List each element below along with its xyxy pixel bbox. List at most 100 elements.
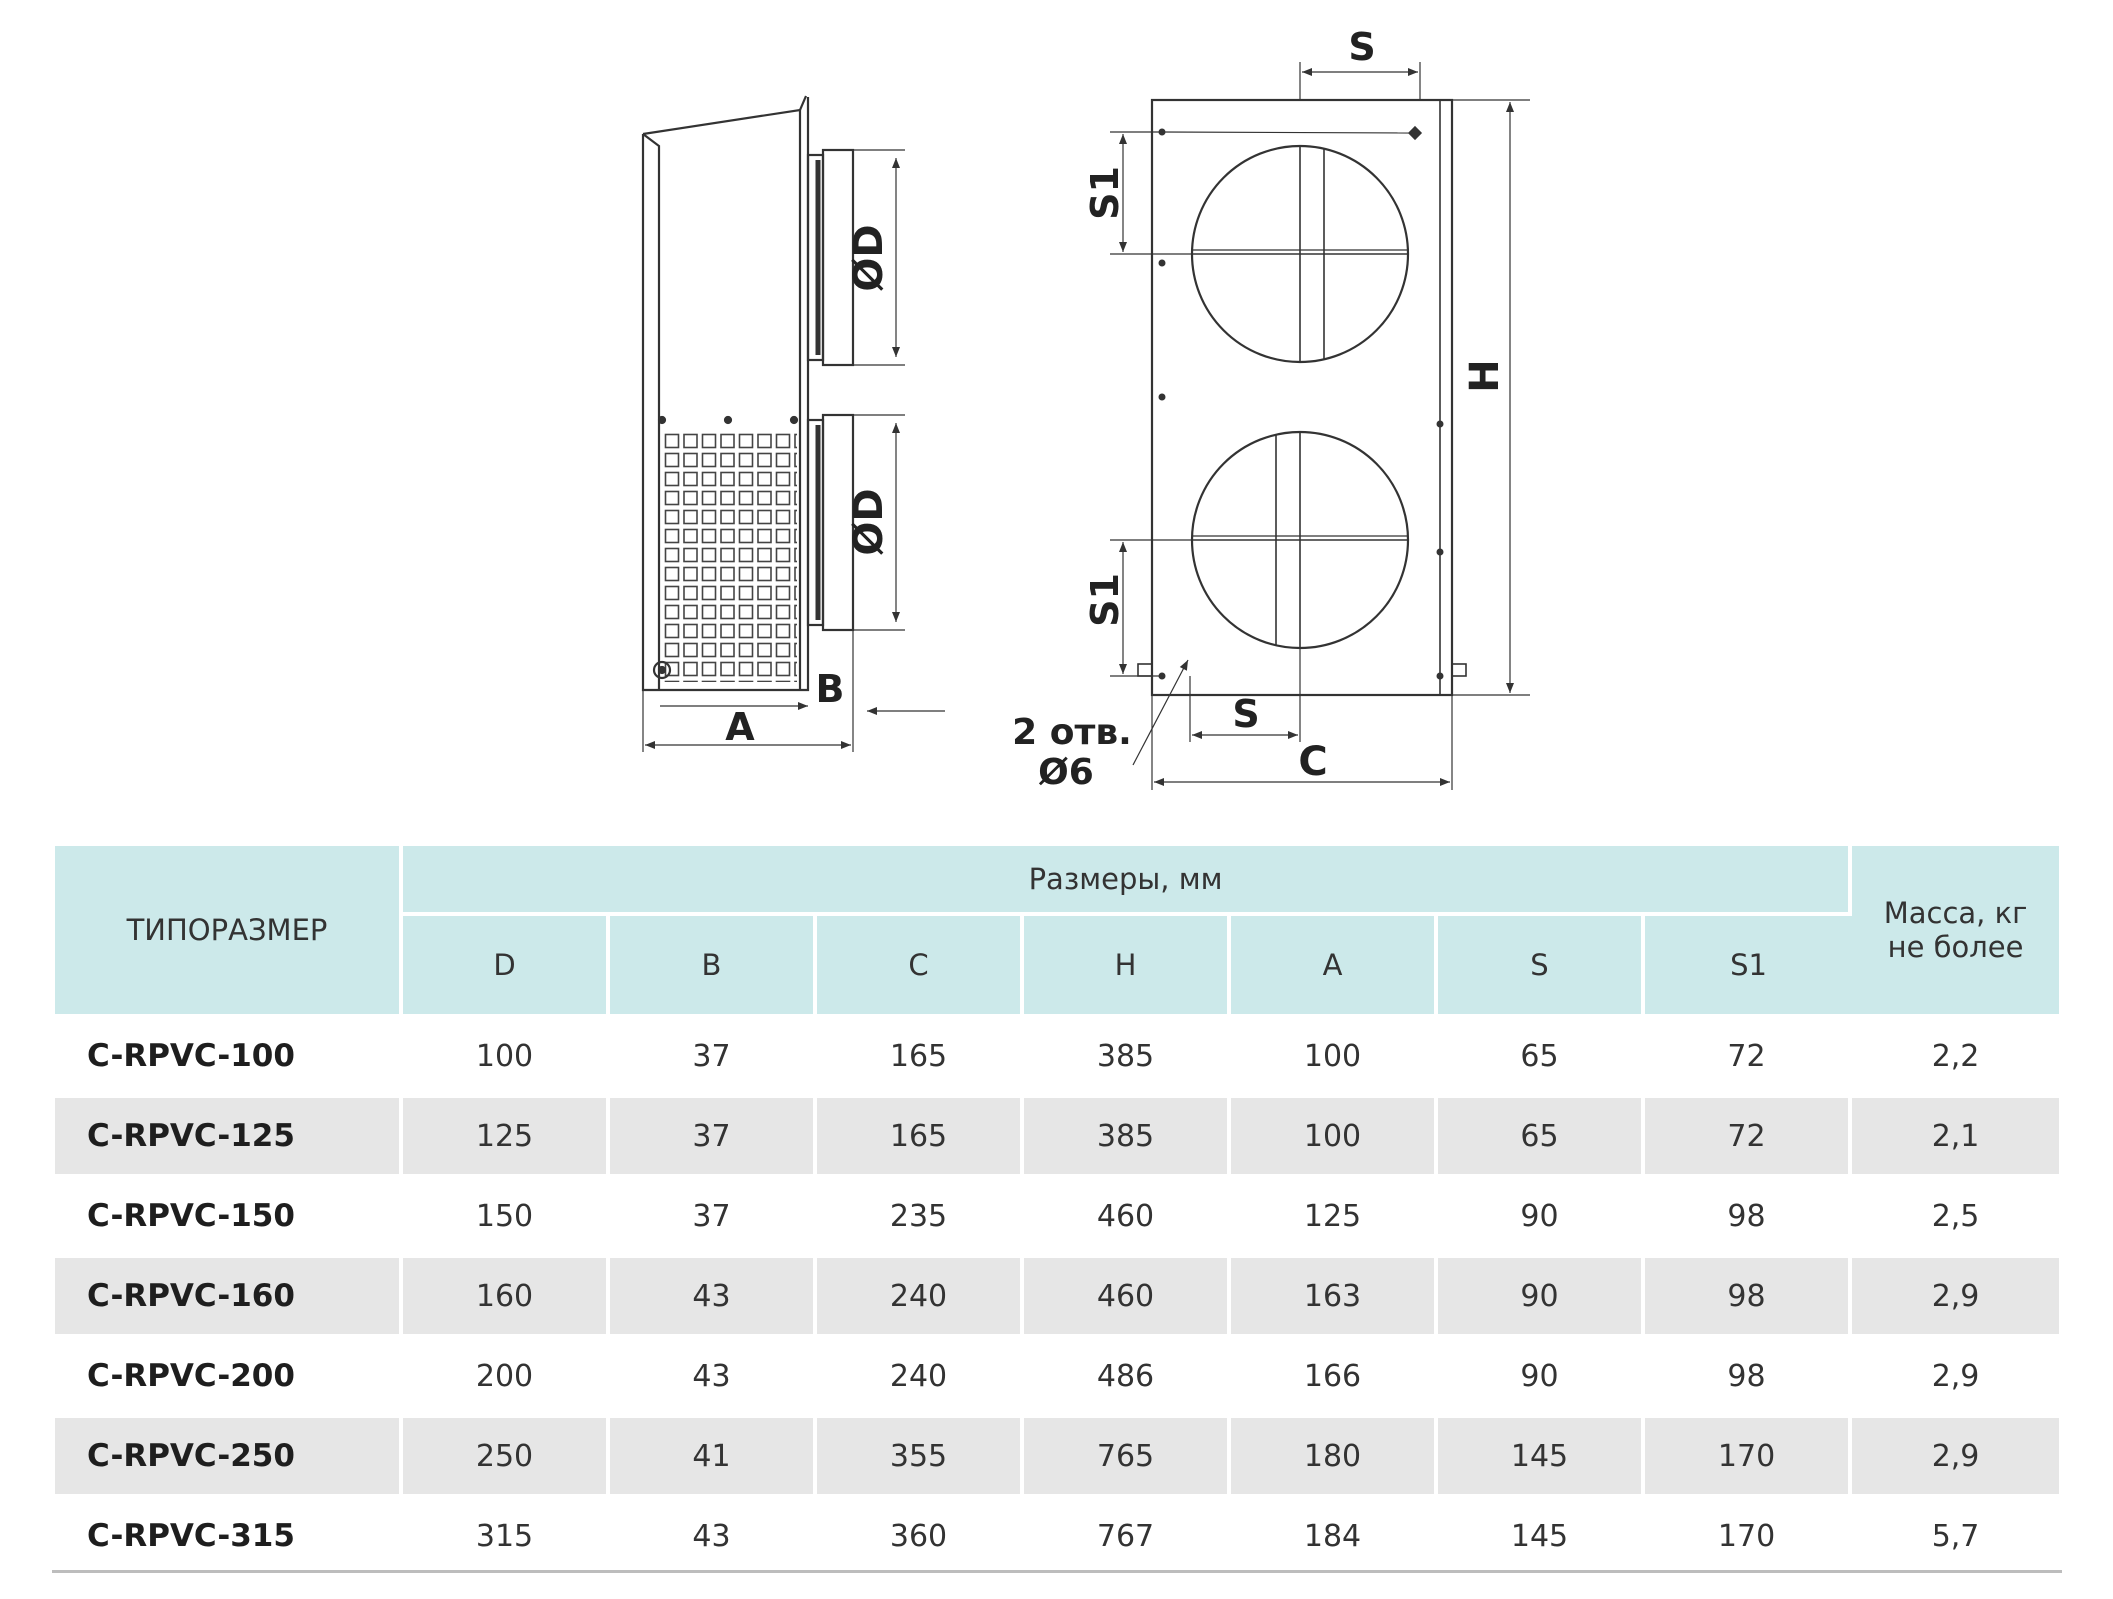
side-label-diameter-top: ØD <box>846 224 892 291</box>
front-label-s-top: S <box>1348 25 1375 69</box>
cell-d: 160 <box>403 1254 610 1334</box>
cell-c: 240 <box>817 1334 1024 1414</box>
side-label-diameter-bottom: ØD <box>846 488 892 555</box>
cell-c: 360 <box>817 1494 1024 1574</box>
cell-a: 163 <box>1231 1254 1438 1334</box>
cell-h: 460 <box>1024 1254 1231 1334</box>
row-name: C-RPVC-200 <box>55 1334 403 1414</box>
cell-mass: 2,5 <box>1852 1174 2060 1254</box>
cell-s1: 98 <box>1645 1334 1853 1414</box>
front-label-h: H <box>1462 359 1508 392</box>
row-name: C-RPVC-315 <box>55 1494 403 1574</box>
cell-s: 65 <box>1438 1014 1645 1094</box>
row-name: C-RPVC-100 <box>55 1014 403 1094</box>
cell-s: 65 <box>1438 1094 1645 1174</box>
cell-s1: 170 <box>1645 1414 1853 1494</box>
table-row: C-RPVC-250 250 41 355 765 180 145 170 2,… <box>55 1414 2060 1494</box>
cell-h: 765 <box>1024 1414 1231 1494</box>
cell-d: 250 <box>403 1414 610 1494</box>
front-plate <box>1150 98 1454 697</box>
cell-s1: 98 <box>1645 1174 1853 1254</box>
front-note-holes-diameter: Ø6 <box>1038 752 1094 793</box>
front-view <box>1110 62 1530 790</box>
cell-s: 90 <box>1438 1174 1645 1254</box>
front-label-s1-top: S1 <box>1083 166 1127 220</box>
cell-s1: 98 <box>1645 1254 1853 1334</box>
row-name: C-RPVC-150 <box>55 1174 403 1254</box>
front-label-c: C <box>1298 739 1327 785</box>
table-header: ТИПОРАЗМЕР Размеры, мм Масса, кг не боле… <box>55 846 2060 1014</box>
cell-mass: 2,9 <box>1852 1414 2060 1494</box>
spigot-top <box>806 148 855 367</box>
table-row: C-RPVC-160 160 43 240 460 163 90 98 2,9 <box>55 1254 2060 1334</box>
cell-mass: 2,1 <box>1852 1094 2060 1174</box>
cell-mass: 5,7 <box>1852 1494 2060 1574</box>
header-dim-h: H <box>1024 916 1231 1014</box>
cell-b: 37 <box>610 1094 817 1174</box>
cell-c: 235 <box>817 1174 1024 1254</box>
cell-b: 37 <box>610 1174 817 1254</box>
header-dim-s: S <box>1438 916 1645 1014</box>
cell-b: 43 <box>610 1254 817 1334</box>
cell-a: 184 <box>1231 1494 1438 1574</box>
cell-s1: 72 <box>1645 1014 1853 1094</box>
cell-a: 180 <box>1231 1414 1438 1494</box>
cell-s: 145 <box>1438 1494 1645 1574</box>
header-dim-d: D <box>403 916 610 1014</box>
cell-c: 165 <box>817 1014 1024 1094</box>
cell-b: 43 <box>610 1334 817 1414</box>
row-name: C-RPVC-125 <box>55 1094 403 1174</box>
cell-s1: 72 <box>1645 1094 1853 1174</box>
side-label-a: A <box>725 705 755 749</box>
header-dim-a: A <box>1231 916 1438 1014</box>
cell-a: 125 <box>1231 1174 1438 1254</box>
table-row: C-RPVC-125 125 37 165 385 100 65 72 2,1 <box>55 1094 2060 1174</box>
cell-b: 43 <box>610 1494 817 1574</box>
table-body: C-RPVC-100 100 37 165 385 100 65 72 2,2 … <box>55 1014 2060 1574</box>
table-bottom-rule <box>52 1570 2062 1573</box>
side-label-b: B <box>816 667 845 711</box>
cell-a: 166 <box>1231 1334 1438 1414</box>
cell-a: 100 <box>1231 1094 1438 1174</box>
row-name: C-RPVC-160 <box>55 1254 403 1334</box>
cell-d: 200 <box>403 1334 610 1414</box>
cell-mass: 2,9 <box>1852 1254 2060 1334</box>
header-mass: Масса, кг не более <box>1852 846 2060 1014</box>
cell-b: 41 <box>610 1414 817 1494</box>
front-label-s1-bottom: S1 <box>1083 573 1127 627</box>
row-name: C-RPVC-250 <box>55 1414 403 1494</box>
table-row: C-RPVC-315 315 43 360 767 184 145 170 5,… <box>55 1494 2060 1574</box>
technical-drawing: ØD ØD A B <box>641 25 1530 793</box>
spec-table: ТИПОРАЗМЕР Размеры, мм Масса, кг не боле… <box>55 846 2060 1574</box>
header-dim-c: C <box>817 916 1024 1014</box>
cell-h: 385 <box>1024 1014 1231 1094</box>
table-row: C-RPVC-150 150 37 235 460 125 90 98 2,5 <box>55 1174 2060 1254</box>
cell-s: 90 <box>1438 1334 1645 1414</box>
grille-pattern <box>664 430 797 682</box>
front-label-s-bottom: S <box>1232 692 1259 736</box>
cell-h: 486 <box>1024 1334 1231 1414</box>
cell-d: 125 <box>403 1094 610 1174</box>
table-row: C-RPVC-200 200 43 240 486 166 90 98 2,9 <box>55 1334 2060 1414</box>
cell-s: 145 <box>1438 1414 1645 1494</box>
cell-c: 240 <box>817 1254 1024 1334</box>
cell-c: 355 <box>817 1414 1024 1494</box>
header-type: ТИПОРАЗМЕР <box>55 846 403 1014</box>
header-dim-b: B <box>610 916 817 1014</box>
header-mass-line2: не более <box>1887 930 2024 964</box>
front-note-holes-count: 2 отв. <box>1012 712 1132 753</box>
drawing-svg: ØD ØD A B <box>641 25 1530 793</box>
side-view <box>641 95 945 752</box>
cell-h: 460 <box>1024 1174 1231 1254</box>
cell-s1: 170 <box>1645 1494 1853 1574</box>
cell-c: 165 <box>817 1094 1024 1174</box>
cell-d: 315 <box>403 1494 610 1574</box>
cell-h: 385 <box>1024 1094 1231 1174</box>
cell-h: 767 <box>1024 1494 1231 1574</box>
cell-d: 100 <box>403 1014 610 1094</box>
table-row: C-RPVC-100 100 37 165 385 100 65 72 2,2 <box>55 1014 2060 1094</box>
cell-a: 100 <box>1231 1014 1438 1094</box>
header-dimensions-group: Размеры, мм <box>403 846 1853 916</box>
cell-d: 150 <box>403 1174 610 1254</box>
header-mass-line1: Масса, кг <box>1883 896 2028 930</box>
